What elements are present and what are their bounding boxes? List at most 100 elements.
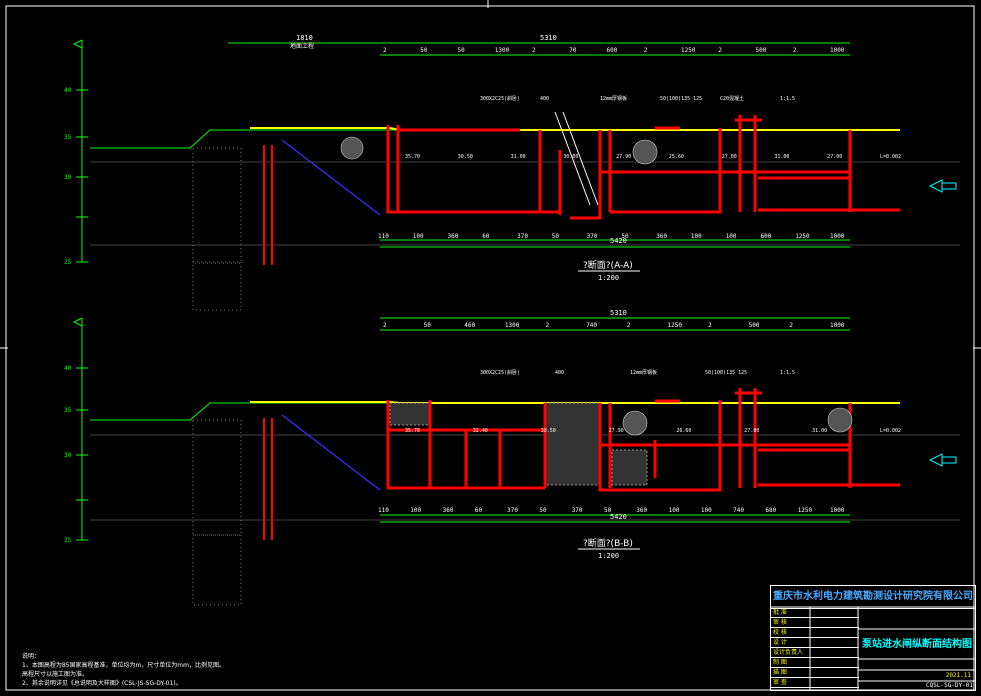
dimension-label: 100 (413, 233, 424, 240)
dimension-label: 50 (552, 233, 560, 240)
section-b-bottom-total: 5420 (610, 513, 627, 521)
title-row-tracer: 描 图 (771, 668, 859, 678)
soil-block-a (192, 147, 242, 264)
section-b-scale: 1:200 (598, 552, 619, 560)
elevation-label: 27.00 (744, 428, 759, 434)
dimension-label: 70 (569, 47, 577, 54)
annotation-label: 12mm厚钢板 (630, 369, 657, 376)
title-row-approve: 批 准 (771, 608, 859, 618)
dimension-label: 50 (621, 233, 629, 240)
elevation-label: 31.00 (511, 154, 526, 160)
title-row-design-lead: 设计负责人 (771, 648, 859, 658)
dimension-label: 2 (644, 47, 648, 54)
annotation-label: 12mm厚钢板 (600, 95, 627, 102)
dimension-label: 1000 (830, 47, 845, 54)
section-a-bottom-total: 5420 (610, 237, 627, 245)
dimension-label: 500 (749, 322, 760, 329)
dimension-label: 740 (586, 322, 597, 329)
section-a-left-dim: 1810 (296, 34, 313, 42)
section-a-title: ?断面?(A-A) (583, 259, 633, 271)
title-row-audit: 审 查 (771, 678, 859, 688)
elevation-label: 27.90 (616, 154, 631, 160)
elevation-label: 31.00 (812, 428, 827, 434)
dimension-label: 1000 (830, 507, 845, 514)
section-a-scale: 1:200 (598, 274, 619, 282)
dimension-label: 60 (482, 233, 490, 240)
dimension-label: 1250 (798, 507, 813, 514)
drawing-code: CQSL-SG-DY-01 (926, 682, 973, 689)
title-row-drafter: 制 图 (771, 658, 859, 668)
dimension-label: 100 (726, 233, 737, 240)
dimension-label: 1250 (795, 233, 810, 240)
section-b-title: ?断面?(B-B) (583, 537, 633, 549)
dimension-label: 2 (627, 322, 631, 329)
dimension-label: 50 (539, 507, 547, 514)
dimension-label: 50 (604, 507, 612, 514)
elevation-label: 25.60 (669, 154, 684, 160)
title-block: 重庆市水利电力建筑勘测设计研究院有限公司 泵站进水闸纵断面结构图 批 准 审 核… (770, 585, 976, 691)
dimension-label: 2 (718, 47, 722, 54)
dimension-label: 360 (636, 507, 647, 514)
dimension-label: 1250 (668, 322, 683, 329)
dimension-label: 370 (517, 233, 528, 240)
elevation-label: 26.60 (676, 428, 691, 434)
elevation-scale-b (72, 317, 88, 541)
title-row-check: 校 核 (771, 628, 859, 638)
dimension-label: 110 (378, 233, 389, 240)
dimension-label: 360 (656, 233, 667, 240)
dimension-label: 460 (464, 322, 475, 329)
elevation-label: 30.50 (458, 154, 473, 160)
dimension-label: 680 (765, 507, 776, 514)
dimension-label: 50 (420, 47, 428, 54)
section-a-total-dim: 5310 (540, 34, 557, 42)
annotation-label: 300X2C25(斜卧) (480, 369, 520, 376)
dimension-label: 2 (546, 322, 550, 329)
dimension-label: 60 (475, 507, 483, 514)
annotation-label: 50(100)135 125 (705, 370, 747, 376)
dimension-label: 370 (587, 233, 598, 240)
elevation-label: 27.00 (722, 154, 737, 160)
dimension-label: 1000 (830, 233, 845, 240)
structure-walls-b (386, 388, 900, 492)
dimension-label: 2 (383, 322, 387, 329)
crosshair-markers (0, 0, 981, 349)
dimension-label: 1000 (830, 322, 845, 329)
drawing-date: 2021.11 (945, 672, 971, 679)
dimension-label: 360 (443, 507, 454, 514)
dimension-label: 100 (691, 233, 702, 240)
elevation-label: 35.70 (405, 428, 420, 434)
elevation-label: L=0.002 (880, 154, 901, 160)
dimension-label: 2 (793, 47, 797, 54)
dimension-label: 2 (383, 47, 387, 54)
company-name: 重庆市水利电力建筑勘测设计研究院有限公司 (771, 586, 975, 609)
elevation-label: 27.00 (827, 154, 842, 160)
elevation-label: 30.50 (541, 428, 556, 434)
elevation-scale-label: 25 (64, 259, 72, 266)
notes-line: 高程尺寸以施工图为准。 (22, 671, 89, 678)
dimension-label: 360 (448, 233, 459, 240)
dimension-label: 600 (607, 47, 618, 54)
elevation-label: L=0.002 (880, 428, 901, 434)
annotation-label: 400 (540, 96, 549, 102)
elevation-label: 35.70 (405, 154, 420, 160)
elevation-label: 31.00 (774, 154, 789, 160)
top-surface-a (250, 127, 900, 131)
elevation-scale-label: 40 (64, 365, 72, 372)
elevation-scale-label: 35 (64, 134, 72, 141)
drawing-notes: 说明： 1、本图高程为85国家高程基准，单位均为m，尺寸单位为mm，比例见图。 … (22, 652, 352, 688)
elevation-label: 27.90 (609, 428, 624, 434)
dimension-label: 2 (532, 47, 536, 54)
ground-line-b (90, 402, 400, 421)
dimension-label: 50 (424, 322, 432, 329)
drawing-title: 泵站进水闸纵断面结构图 (862, 639, 972, 650)
